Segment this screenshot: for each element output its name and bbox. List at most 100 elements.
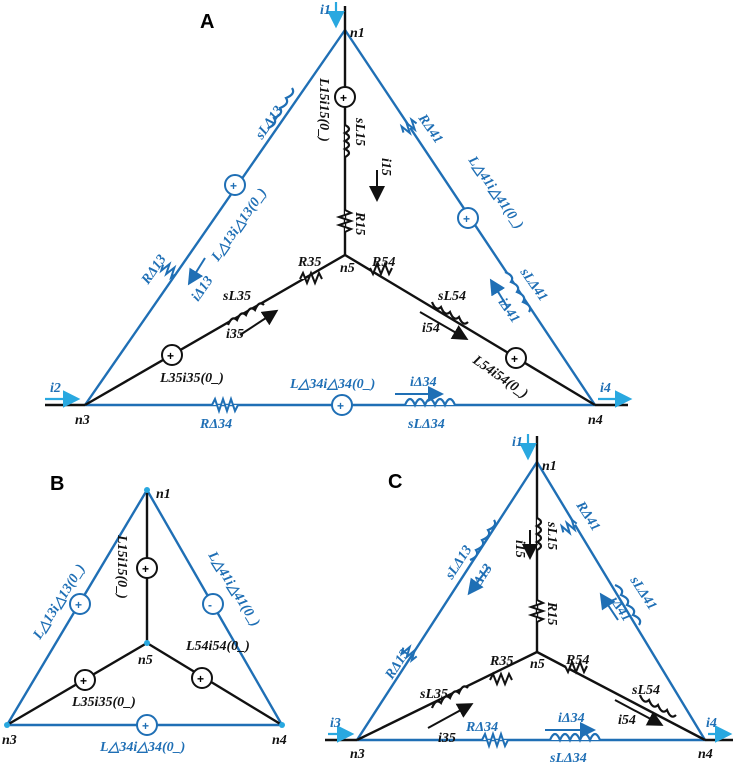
current-d34-label: iΔ34 <box>410 375 437 390</box>
current-arrow-id41 <box>599 592 619 621</box>
node-n1-label: n1 <box>156 487 171 502</box>
resistance-d13-label: RΔ13 <box>382 647 413 683</box>
current-35-label: i35 <box>226 327 244 342</box>
current-arrow-i54 <box>614 699 664 726</box>
panel-c-circuit: C n1 n5 n3 n4 i1 <box>325 434 733 763</box>
resistor-d13 <box>399 644 418 664</box>
source-15-label: L15i15(0_) <box>316 77 331 142</box>
star-branch-35 <box>84 253 346 407</box>
voltage-source-15 <box>334 86 356 108</box>
inductance-54-label: sL54 <box>437 289 466 304</box>
resistor-d41 <box>559 516 578 536</box>
resistor-15 <box>335 209 355 233</box>
source-sign-icon: + <box>511 352 518 366</box>
resistor-54 <box>564 659 588 675</box>
node-n5-label: n5 <box>138 653 153 668</box>
inductor-d34 <box>548 732 602 743</box>
node-n3-label: n3 <box>75 413 90 428</box>
resistor-54 <box>369 261 393 277</box>
node-n3-label: n3 <box>350 747 365 762</box>
source-35-label: L35i35(0_) <box>159 371 224 386</box>
source-sign-icon: + <box>197 672 204 686</box>
inductance-54-label: sL54 <box>631 683 660 698</box>
voltage-source-d41 <box>202 593 224 615</box>
resistance-15-label: R15 <box>544 601 559 625</box>
node-n4-label: n4 <box>272 733 287 748</box>
resistance-54-label: R54 <box>565 653 589 668</box>
panel-a-circuit: A + + + + + <box>45 2 633 432</box>
node-n4-label: n4 <box>698 747 713 762</box>
node-n3-dot <box>4 722 10 728</box>
source-d34-label: L△34i△34(0_) <box>99 740 185 755</box>
resistor-d13 <box>159 261 177 281</box>
star-branch-54 <box>344 253 596 407</box>
port-current-i1-label: i1 <box>320 3 331 18</box>
source-54-label: L54i54(0_) <box>185 639 250 654</box>
voltage-source-54 <box>505 347 527 369</box>
resistance-54-label: R54 <box>371 255 395 270</box>
current-54-label: i54 <box>618 713 636 728</box>
current-d13-label: iΔ13 <box>469 562 496 593</box>
source-sign-icon: + <box>337 399 344 413</box>
source-35-label: L35i35(0_) <box>71 695 136 710</box>
inductor-54 <box>638 694 677 718</box>
inductor-d41 <box>614 583 642 626</box>
inductor-15 <box>534 517 543 551</box>
node-n1-label: n1 <box>542 459 557 474</box>
source-sign-icon: + <box>75 598 82 612</box>
delta-branch-13 <box>355 461 539 741</box>
node-n5-dot <box>144 640 150 646</box>
resistance-d34-label: RΔ34 <box>199 417 232 432</box>
inductance-15-label: sL15 <box>352 117 367 146</box>
current-54-label: i54 <box>422 321 440 336</box>
source-d34-label: L△34i△34(0_) <box>289 377 375 392</box>
delta-branch-13 <box>84 29 346 406</box>
resistor-d34 <box>211 395 239 415</box>
voltage-source-35 <box>161 344 183 366</box>
current-arrow-i35 <box>239 309 279 336</box>
node-n1-dot <box>144 487 150 493</box>
port-current-i2-label: i2 <box>50 381 61 396</box>
source-sign-icon: + <box>142 719 149 733</box>
port-current-i4-label: i4 <box>706 716 717 731</box>
current-arrow-id41 <box>489 278 509 309</box>
current-arrow-id13 <box>187 257 206 286</box>
port-current-i4-label: i4 <box>600 381 611 396</box>
voltage-source-d34 <box>331 394 353 416</box>
current-d41-label: iΔ41 <box>495 296 523 326</box>
inductor-35 <box>430 685 469 709</box>
voltage-source-d13 <box>69 593 91 615</box>
inductance-d34-label: sLΔ34 <box>407 417 445 432</box>
panel-b-circuit: B + + - + + + n1 n5 n3 n4 L15i15(0_) L△1… <box>2 473 287 755</box>
inductor-35 <box>226 302 265 326</box>
inductor-d13 <box>469 519 497 562</box>
current-arrow-i54 <box>419 311 469 341</box>
port-current-i3-label: i3 <box>330 716 341 731</box>
source-sign-icon: + <box>463 212 470 226</box>
resistance-35-label: R35 <box>489 654 513 669</box>
resistance-d34-label: RΔ34 <box>465 720 498 735</box>
inductor-d34 <box>403 397 457 408</box>
voltage-source-15 <box>136 557 158 579</box>
inductance-d34-label: sLΔ34 <box>549 751 587 763</box>
node-n5-label: n5 <box>340 261 355 276</box>
delta-branch-41 <box>535 461 707 741</box>
source-d13-label: L△13i△13(0_) <box>208 186 270 265</box>
resistor-15 <box>527 599 547 623</box>
current-15-label: i15 <box>378 158 393 176</box>
current-35-label: i35 <box>438 731 456 746</box>
source-sign-icon: + <box>142 562 149 576</box>
node-n4-label: n4 <box>588 413 603 428</box>
source-sign-icon: - <box>208 598 212 612</box>
inductance-35-label: sL35 <box>419 687 448 702</box>
resistor-35 <box>489 671 513 687</box>
port-current-i1-label: i1 <box>512 435 523 450</box>
resistor-d41 <box>399 116 418 136</box>
panel-c-label: C <box>388 471 402 493</box>
voltage-source-d34 <box>136 714 158 736</box>
voltage-source-54 <box>191 667 213 689</box>
star-branch-54 <box>146 641 283 727</box>
source-d41-label: L△41i△41(0_) <box>204 548 262 629</box>
resistor-35 <box>299 270 323 286</box>
